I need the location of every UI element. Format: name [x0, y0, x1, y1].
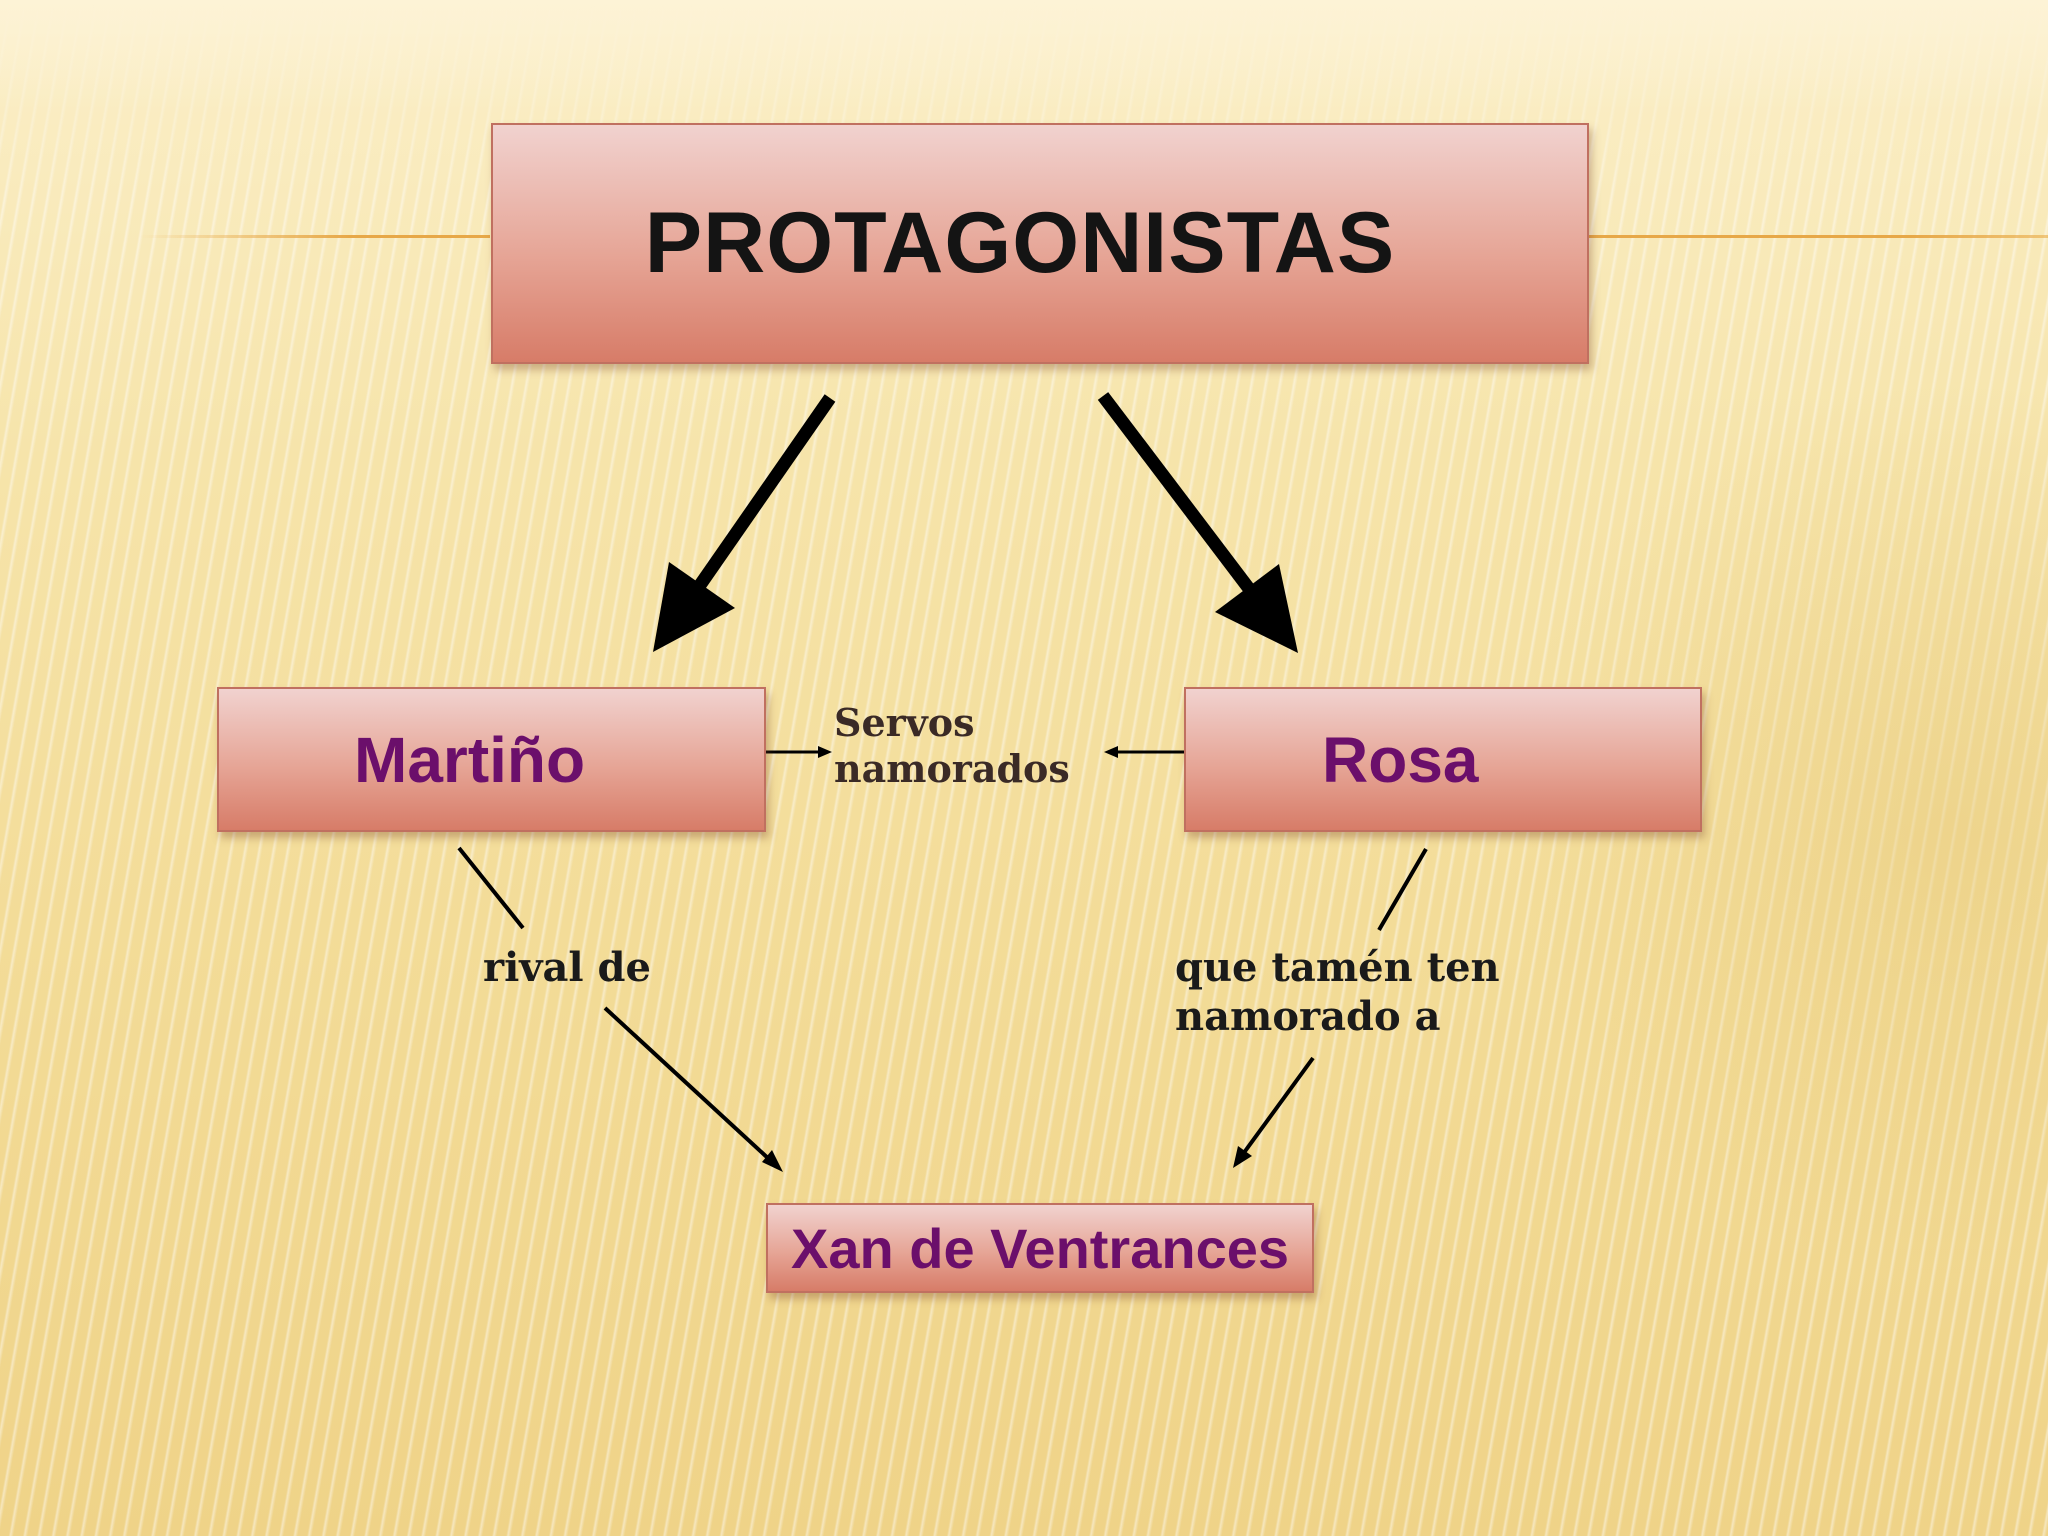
node-rosa: Rosa [1184, 687, 1702, 832]
arrow-title-to-rosa [1097, 392, 1298, 653]
arrow-tamen-to-xan [1233, 1056, 1315, 1168]
edge-label-tamen-line-2: namorado a [1175, 992, 1441, 1040]
node-rosa-label: Rosa [1322, 723, 1479, 796]
node-martino: Martiño [217, 687, 766, 832]
edge-label-tamen: que tamén ten namorado a [1175, 944, 1500, 1042]
decorative-line-left [140, 235, 490, 238]
arrow-title-to-martino [653, 394, 836, 652]
edge-label-servos-line-1: Servos [834, 700, 975, 745]
arrow-rosa-to-label [1104, 746, 1184, 758]
diagram-title: PROTAGONISTAS [644, 195, 1396, 291]
node-xan: Xan de Ventrances [766, 1203, 1314, 1293]
node-martino-label: Martiño [354, 723, 586, 796]
edge-label-rival: rival de [483, 944, 651, 991]
arrow-martino-to-label [766, 746, 832, 758]
title-box: PROTAGONISTAS [491, 123, 1589, 364]
line-rosa-to-label [1377, 847, 1428, 932]
edge-label-servos: Servos namorados [834, 700, 1070, 793]
node-xan-label: Xan de Ventrances [790, 1216, 1289, 1280]
edge-label-servos-line-2: namorados [834, 746, 1070, 792]
line-martino-to-rival [457, 846, 525, 930]
top-band [0, 0, 2048, 110]
arrow-rival-to-xan [603, 1006, 783, 1172]
edge-label-tamen-line-1: que tamén ten [1175, 944, 1500, 991]
decorative-line-right [1588, 235, 2048, 238]
